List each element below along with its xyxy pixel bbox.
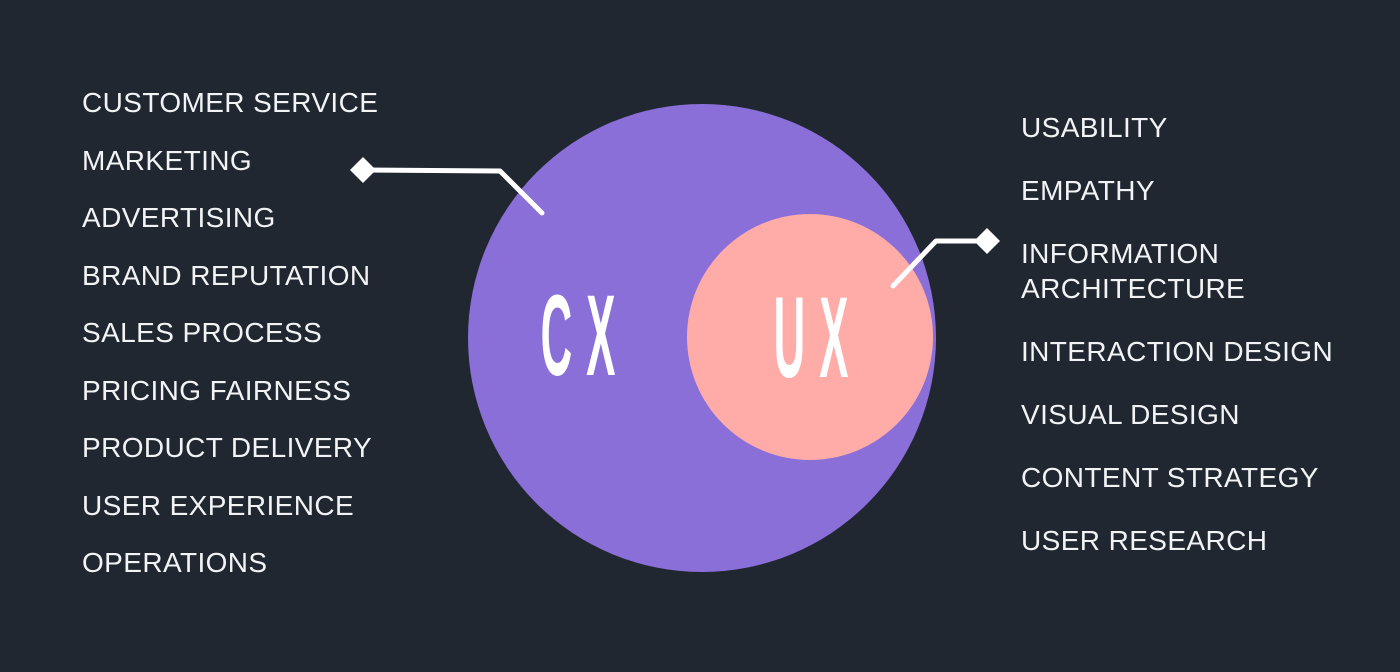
cx-items-list: CUSTOMER SERVICE MARKETING ADVERTISING B… bbox=[82, 85, 452, 580]
cx-list-item: MARKETING bbox=[82, 144, 253, 176]
cx-list-item: PRICING FAIRNESS bbox=[82, 374, 352, 406]
ux-list-item: INFORMATION ARCHITECTURE bbox=[1021, 238, 1246, 304]
cx-list-item: OPERATIONS bbox=[82, 547, 268, 578]
ux-list-item: VISUAL DESIGN bbox=[1021, 399, 1240, 430]
ux-list-item: INTERACTION DESIGN bbox=[1021, 336, 1334, 367]
ux-list-item: USER RESEARCH bbox=[1021, 525, 1268, 556]
ux-list-item: USABILITY bbox=[1021, 112, 1168, 143]
cx-list-item: CUSTOMER SERVICE bbox=[82, 87, 379, 118]
cx-list-item: USER EXPERIENCE bbox=[82, 489, 355, 521]
cx-circle-label: CX bbox=[540, 272, 630, 400]
ux-circle-label: UX bbox=[773, 274, 863, 402]
cx-list-item: BRAND REPUTATION bbox=[82, 259, 371, 291]
cx-list-item: PRODUCT DELIVERY bbox=[82, 432, 373, 463]
diamond-marker-icon bbox=[974, 228, 1000, 254]
ux-list-item: EMPATHY bbox=[1021, 175, 1155, 206]
cx-list-item: SALES PROCESS bbox=[82, 317, 323, 348]
cx-list-item: ADVERTISING bbox=[82, 202, 276, 233]
ux-list-item: CONTENT STRATEGY bbox=[1021, 462, 1319, 493]
ux-items-list: USABILITY EMPATHY INFORMATION ARCHITECTU… bbox=[1021, 110, 1351, 558]
